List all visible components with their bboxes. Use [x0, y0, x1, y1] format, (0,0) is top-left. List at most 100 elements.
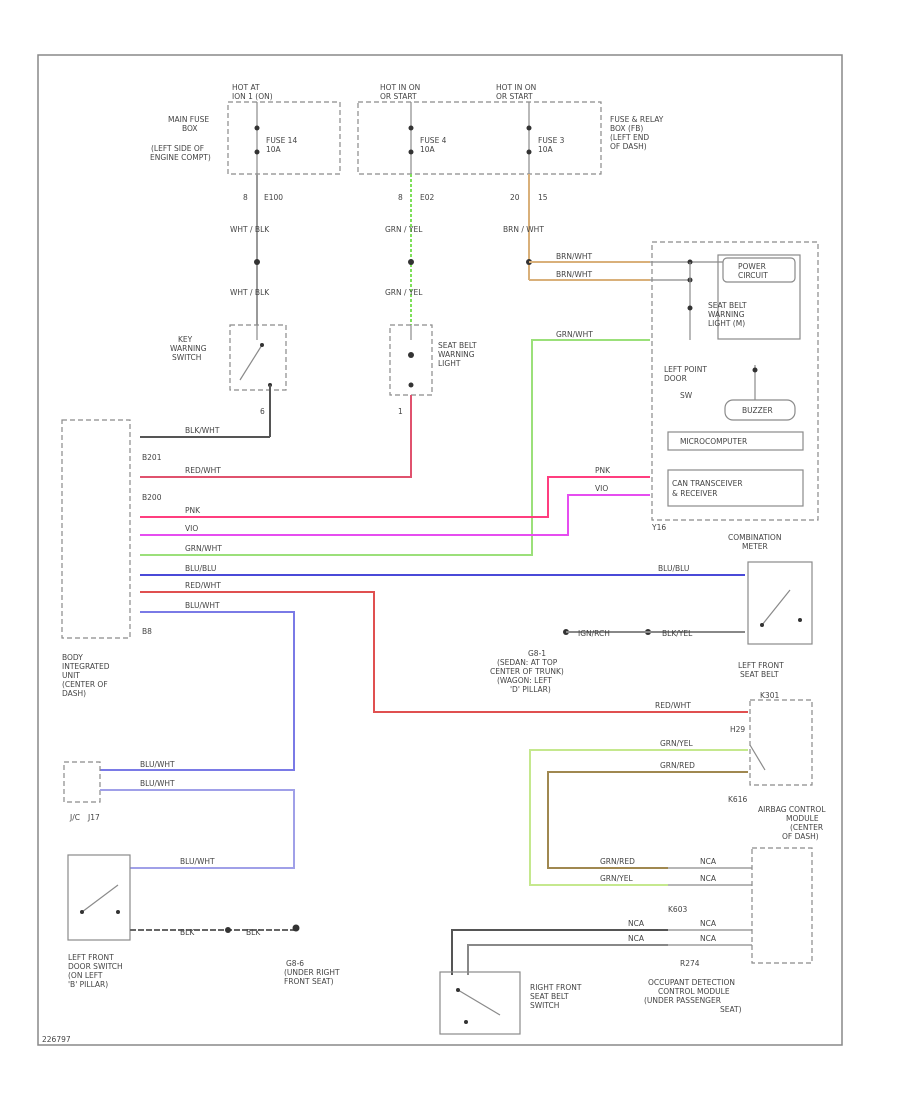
e100-conn: E100	[264, 193, 283, 202]
wire-label-wht-blk-1: WHT / BLK	[230, 225, 270, 234]
body-unit-3: UNIT	[62, 671, 80, 680]
airbag-1: AIRBAG CONTROL	[758, 805, 826, 814]
occupant-1: OCCUPANT DETECTION	[648, 978, 735, 987]
wire-label-blk-wht: BLK/WHT	[185, 426, 220, 435]
body-unit-5: DASH)	[62, 689, 86, 698]
occupant-2: CONTROL MODULE	[658, 987, 730, 996]
airbag-control-module: K616 AIRBAG CONTROL MODULE (CENTER OF DA…	[668, 795, 826, 968]
relay-box-label-1: FUSE & RELAY	[610, 115, 664, 124]
ground-g81-3: CENTER OF TRUNK)	[490, 667, 564, 676]
wire-occ-2	[467, 944, 668, 975]
left-seat-1: LEFT FRONT	[738, 661, 784, 670]
wire-label-blu-wht-2: BLU/WHT	[140, 760, 175, 769]
tag-nca-1: NCA	[700, 857, 717, 866]
hot-in-label-2: HOT IN ON	[496, 83, 536, 92]
e15-pin: 20	[510, 193, 520, 202]
seat-light-2: WARNING	[438, 350, 475, 359]
bcm-conn-2: B200	[142, 493, 162, 502]
ground-tag: IGN/RCH	[578, 629, 610, 638]
body-unit-4: (CENTER OF	[62, 680, 108, 689]
wire-label-grn-yel-2: GRN / YEL	[385, 288, 423, 297]
occupant-3: (UNDER PASSENGER	[644, 996, 721, 1005]
wire-label-grn-red-b: GRN/RED	[600, 857, 635, 866]
left-door-sw-1: LEFT FRONT	[68, 953, 114, 962]
wire-pnk	[140, 476, 650, 518]
key-pin: 6	[260, 407, 265, 416]
right-seat-belt-switch: RIGHT FRONT SEAT BELT SWITCH	[439, 971, 582, 1035]
buzzer-label: BUZZER	[742, 406, 773, 415]
hot-in-label: HOT IN ON	[380, 83, 420, 92]
left-seat-conn: K301	[760, 691, 779, 700]
wire-label-pnk-r: PNK	[595, 466, 611, 475]
left-door-sw-3: (ON LEFT	[68, 971, 103, 980]
key-warning-switch: KEY WARNING SWITCH 6	[170, 324, 287, 437]
fuse3-label: FUSE 3	[538, 136, 565, 145]
wire-label-grn-wht-top: GRN/WHT	[556, 330, 593, 339]
ground-g81-2: (SEDAN: AT TOP	[497, 658, 558, 667]
wire-label-grn-red-a: GRN/RED	[660, 761, 695, 770]
wire-label-brn-wht: BRN / WHT	[503, 225, 544, 234]
wire-label-blk-yel: BLK/YEL	[662, 629, 693, 638]
wire-label-brn-wht-a: BRN/WHT	[556, 252, 593, 261]
wire-label-wht-blk-2: WHT / BLK	[230, 288, 270, 297]
main-fuse-box: HOT AT ION 1 (ON) MAIN FUSE BOX (LEFT SI…	[150, 83, 341, 175]
door-sw: SW	[680, 391, 693, 400]
seat-light-1: SEAT BELT	[438, 341, 477, 350]
wire-red-wht	[140, 395, 412, 478]
hot-in-label-2b: OR START	[496, 92, 533, 101]
microcomputer-label: MICROCOMPUTER	[680, 437, 747, 446]
wire-label-grn-yel-a: GRN/YEL	[660, 739, 693, 748]
seat-belt-warn-2: WARNING	[708, 310, 745, 319]
tag-nca-4: NCA	[700, 934, 717, 943]
wire-label-grn-yel-b: GRN/YEL	[600, 874, 633, 883]
tag-nca-2: NCA	[700, 874, 717, 883]
relay-fuse-box: HOT IN ON OR START HOT IN ON OR START FU…	[357, 83, 664, 175]
comb-meter-1: COMBINATION	[728, 533, 781, 542]
wire-vio	[140, 494, 650, 536]
wire-label-blk-b: BLK	[180, 928, 195, 937]
wire-red-wht-2	[140, 591, 748, 713]
key-switch-3: SWITCH	[172, 353, 201, 362]
wire-label-vio: VIO	[185, 524, 198, 533]
left-seat-2: SEAT BELT	[740, 670, 779, 679]
ground-g81-1: G8-1	[528, 649, 546, 658]
key-switch-2: WARNING	[170, 344, 207, 353]
wire-label-brn-wht-b: BRN/WHT	[556, 270, 593, 279]
seat-light-3: LIGHT	[438, 359, 461, 368]
seat-light-pin: 1	[398, 407, 403, 416]
fuse3-amp: 10A	[538, 145, 554, 154]
comb-meter-2: METER	[742, 542, 768, 551]
e100-pin: 8	[243, 193, 248, 202]
main-box-label-3: (LEFT SIDE OF	[151, 144, 204, 153]
ground-g86-3: FRONT SEAT)	[284, 977, 334, 986]
tag-nca-6: NCA	[628, 934, 645, 943]
wire-label-blk-c: BLK	[246, 928, 261, 937]
combination-meter: COMBINATION METER	[728, 533, 813, 645]
left-door-switch: LEFT FRONT DOOR SWITCH (ON LEFT 'B' PILL…	[67, 854, 131, 989]
hot-at-label-2: ION 1 (ON)	[232, 92, 273, 101]
can-label-1: CAN TRANSCEIVER	[672, 479, 743, 488]
fuse4-amp: 10A	[420, 145, 436, 154]
ground-g8-1: IGN/RCH BLK/YEL G8-1 (SEDAN: AT TOP CENT…	[490, 629, 745, 694]
can-label-2: & RECEIVER	[672, 489, 717, 498]
hot-in-label-b: OR START	[380, 92, 417, 101]
wire-blu-wht	[100, 611, 295, 771]
wire-label-blu-wht-3: BLU/WHT	[140, 779, 175, 788]
wire-label-vio-r: VIO	[595, 484, 608, 493]
body-unit-2: INTEGRATED	[62, 662, 110, 671]
relay-box-label-2: BOX (FB)	[610, 124, 643, 133]
fuse14-amp: 10A	[266, 145, 282, 154]
hot-at-label: HOT AT	[232, 83, 260, 92]
right-seat-3: SWITCH	[530, 1001, 559, 1010]
wire-label-grn-yel-1: GRN / YEL	[385, 225, 423, 234]
ground-g81-5: 'D' PILLAR)	[510, 685, 551, 694]
left-door-sw-4: 'B' PILLAR)	[68, 980, 108, 989]
airbag-2: MODULE	[786, 814, 819, 823]
wire-label-red-wht-2: RED/WHT	[185, 581, 221, 590]
junction-connector: J/C J17	[63, 761, 101, 822]
main-box-label-2: BOX	[182, 124, 198, 133]
meter-module: POWER CIRCUIT SEAT BELT WARNING LIGHT (M…	[650, 241, 819, 532]
fuse14-label: FUSE 14	[266, 136, 297, 145]
airbag-3: (CENTER	[790, 823, 823, 832]
